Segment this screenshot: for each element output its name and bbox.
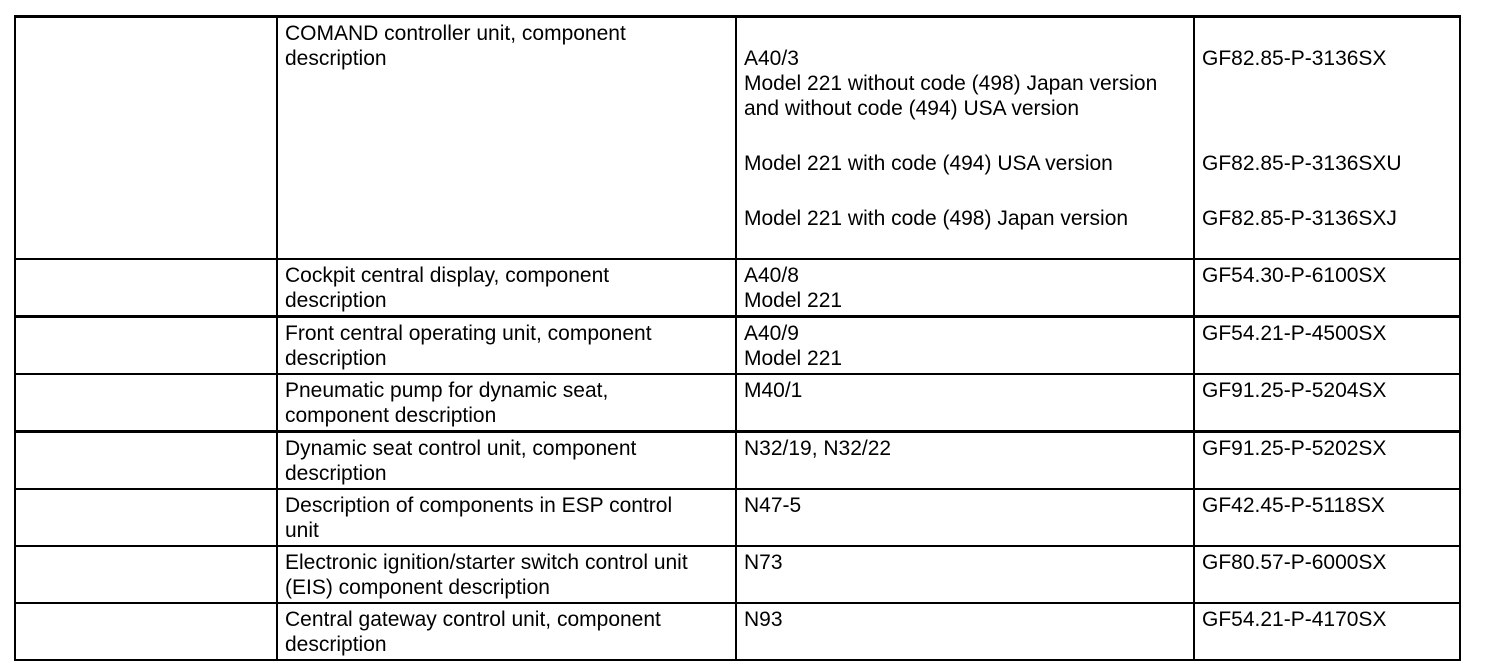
variant-code: Model 221 with code (494) USA version bbox=[744, 152, 1113, 175]
table-row: Central gateway control unit, component … bbox=[14, 602, 1461, 661]
empty-cell bbox=[14, 373, 278, 433]
doc-reference: GF91.25-P-5202SX bbox=[1202, 437, 1387, 460]
description-cell: COMAND controller unit, component descri… bbox=[276, 15, 737, 260]
doc-cell: GF91.25-P-5202SX bbox=[1193, 430, 1461, 490]
description-cell: Description of components in ESP control… bbox=[276, 488, 737, 547]
table-row: Cockpit central display, component descr… bbox=[14, 258, 1461, 318]
description-cell: Front central operating unit, component … bbox=[276, 315, 737, 375]
variant-code: A40/3 Model 221 without code (498) Japan… bbox=[744, 47, 1158, 120]
variant-code: N47-5 bbox=[744, 494, 802, 517]
variant-code: A40/9 Model 221 bbox=[744, 322, 843, 370]
table-row: Dynamic seat control unit, component des… bbox=[14, 430, 1461, 490]
doc-reference: GF82.85-P-3136SXJ bbox=[1202, 207, 1397, 230]
component-description: COMAND controller unit, component descri… bbox=[285, 22, 626, 70]
variant-code: N32/19, N32/22 bbox=[744, 437, 892, 460]
table-row: Description of components in ESP control… bbox=[14, 488, 1461, 547]
table-row: Pneumatic pump for dynamic seat, compone… bbox=[14, 373, 1461, 433]
doc-cell: GF42.45-P-5118SX bbox=[1193, 488, 1461, 547]
description-cell: Dynamic seat control unit, component des… bbox=[276, 430, 737, 490]
doc-cell: GF54.21-P-4500SX bbox=[1193, 315, 1461, 375]
doc-cell: GF91.25-P-5204SX bbox=[1193, 373, 1461, 433]
code-cell: M40/1 bbox=[735, 373, 1195, 433]
description-cell: Pneumatic pump for dynamic seat, compone… bbox=[276, 373, 737, 433]
code-cell: A40/3 Model 221 without code (498) Japan… bbox=[735, 15, 1195, 260]
empty-cell bbox=[14, 602, 278, 661]
doc-cell: GF54.21-P-4170SX bbox=[1193, 602, 1461, 661]
doc-reference: GF42.45-P-5118SX bbox=[1202, 494, 1385, 517]
component-description: Front central operating unit, component … bbox=[285, 322, 652, 370]
doc-cell: GF54.30-P-6100SX bbox=[1193, 258, 1461, 318]
code-cell: A40/9 Model 221 bbox=[735, 315, 1195, 375]
description-cell: Electronic ignition/starter switch contr… bbox=[276, 545, 737, 604]
doc-reference: GF82.85-P-3136SX bbox=[1202, 47, 1387, 70]
component-description: Description of components in ESP control… bbox=[285, 494, 673, 542]
description-cell: Cockpit central display, component descr… bbox=[276, 258, 737, 318]
variant-code: N73 bbox=[744, 551, 783, 574]
empty-cell bbox=[14, 488, 278, 547]
variant-code: Model 221 with code (498) Japan version bbox=[744, 207, 1129, 230]
table-row: Front central operating unit, component … bbox=[14, 315, 1461, 375]
doc-reference: GF82.85-P-3136SXU bbox=[1202, 152, 1402, 175]
code-cell: N93 bbox=[735, 602, 1195, 661]
description-cell: Central gateway control unit, component … bbox=[276, 602, 737, 661]
variant-code: N93 bbox=[744, 608, 783, 631]
component-description: Dynamic seat control unit, component des… bbox=[285, 437, 637, 485]
variant-code: A40/8 Model 221 bbox=[744, 264, 843, 312]
variant-code: M40/1 bbox=[744, 379, 803, 402]
service-document-table: COMAND controller unit, component descri… bbox=[14, 15, 1461, 661]
empty-cell bbox=[14, 430, 278, 490]
component-description: Electronic ignition/starter switch contr… bbox=[285, 551, 688, 599]
doc-cell: GF82.85-P-3136SX GF82.85-P-3136SXU GF82.… bbox=[1193, 15, 1461, 260]
component-description: Cockpit central display, component descr… bbox=[285, 264, 610, 312]
code-cell: N32/19, N32/22 bbox=[735, 430, 1195, 490]
doc-reference: GF54.21-P-4170SX bbox=[1202, 608, 1387, 631]
doc-cell: GF80.57-P-6000SX bbox=[1193, 545, 1461, 604]
code-cell: N73 bbox=[735, 545, 1195, 604]
doc-reference: GF91.25-P-5204SX bbox=[1202, 379, 1387, 402]
empty-cell bbox=[14, 315, 278, 375]
table-row: COMAND controller unit, component descri… bbox=[14, 15, 1461, 260]
empty-cell bbox=[14, 258, 278, 318]
code-cell: N47-5 bbox=[735, 488, 1195, 547]
code-cell: A40/8 Model 221 bbox=[735, 258, 1195, 318]
doc-reference: GF54.21-P-4500SX bbox=[1202, 322, 1387, 345]
doc-reference: GF80.57-P-6000SX bbox=[1202, 551, 1387, 574]
table-row: Electronic ignition/starter switch contr… bbox=[14, 545, 1461, 604]
component-description: Central gateway control unit, component … bbox=[285, 608, 661, 656]
empty-cell bbox=[14, 545, 278, 604]
doc-reference: GF54.30-P-6100SX bbox=[1202, 264, 1387, 287]
component-description: Pneumatic pump for dynamic seat, compone… bbox=[285, 379, 609, 427]
empty-cell bbox=[14, 15, 278, 260]
